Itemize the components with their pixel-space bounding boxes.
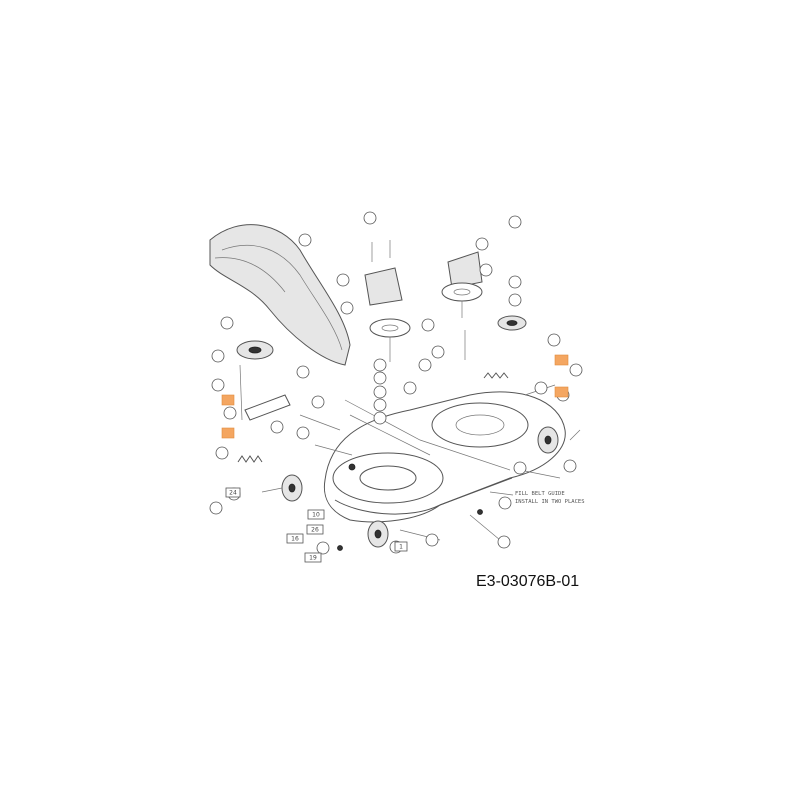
svg-text:19: 19	[309, 555, 317, 562]
box-label-26: 26	[306, 524, 324, 535]
springs	[237, 330, 509, 463]
svg-text:26: 26	[311, 527, 319, 534]
highlight-marker-4	[554, 386, 569, 398]
deck-housing	[323, 391, 566, 523]
svg-text:10: 10	[312, 512, 320, 519]
installation-note: FILL BELT GUIDE INSTALL IN TWO PLACES	[489, 491, 585, 505]
gauge-wheels	[261, 426, 559, 548]
svg-text:1: 1	[399, 544, 403, 551]
note-line-1: FILL BELT GUIDE	[515, 491, 565, 497]
note-line-2: INSTALL IN TWO PLACES	[515, 499, 585, 505]
drawing-code: E3-03076B-01	[476, 573, 579, 590]
highlight-marker-2	[221, 427, 235, 439]
highlight-marker-1	[221, 394, 235, 406]
svg-text:24: 24	[229, 490, 237, 497]
left-idler-pulley	[236, 340, 291, 421]
box-label-24: 24	[225, 487, 241, 498]
box-label-19: 19	[304, 552, 322, 563]
discharge-chute	[209, 224, 351, 366]
right-pulley-assembly	[441, 251, 527, 331]
center-pulley-assembly	[364, 240, 411, 362]
box-label-10: 10	[307, 509, 325, 520]
highlighted-callouts	[221, 354, 569, 439]
svg-text:16: 16	[291, 536, 299, 543]
box-label-1: 1	[394, 541, 408, 552]
box-label-16: 16	[286, 533, 304, 544]
highlight-marker-3	[554, 354, 569, 366]
box-labels: 10 16 19 26 1 24	[225, 487, 408, 563]
